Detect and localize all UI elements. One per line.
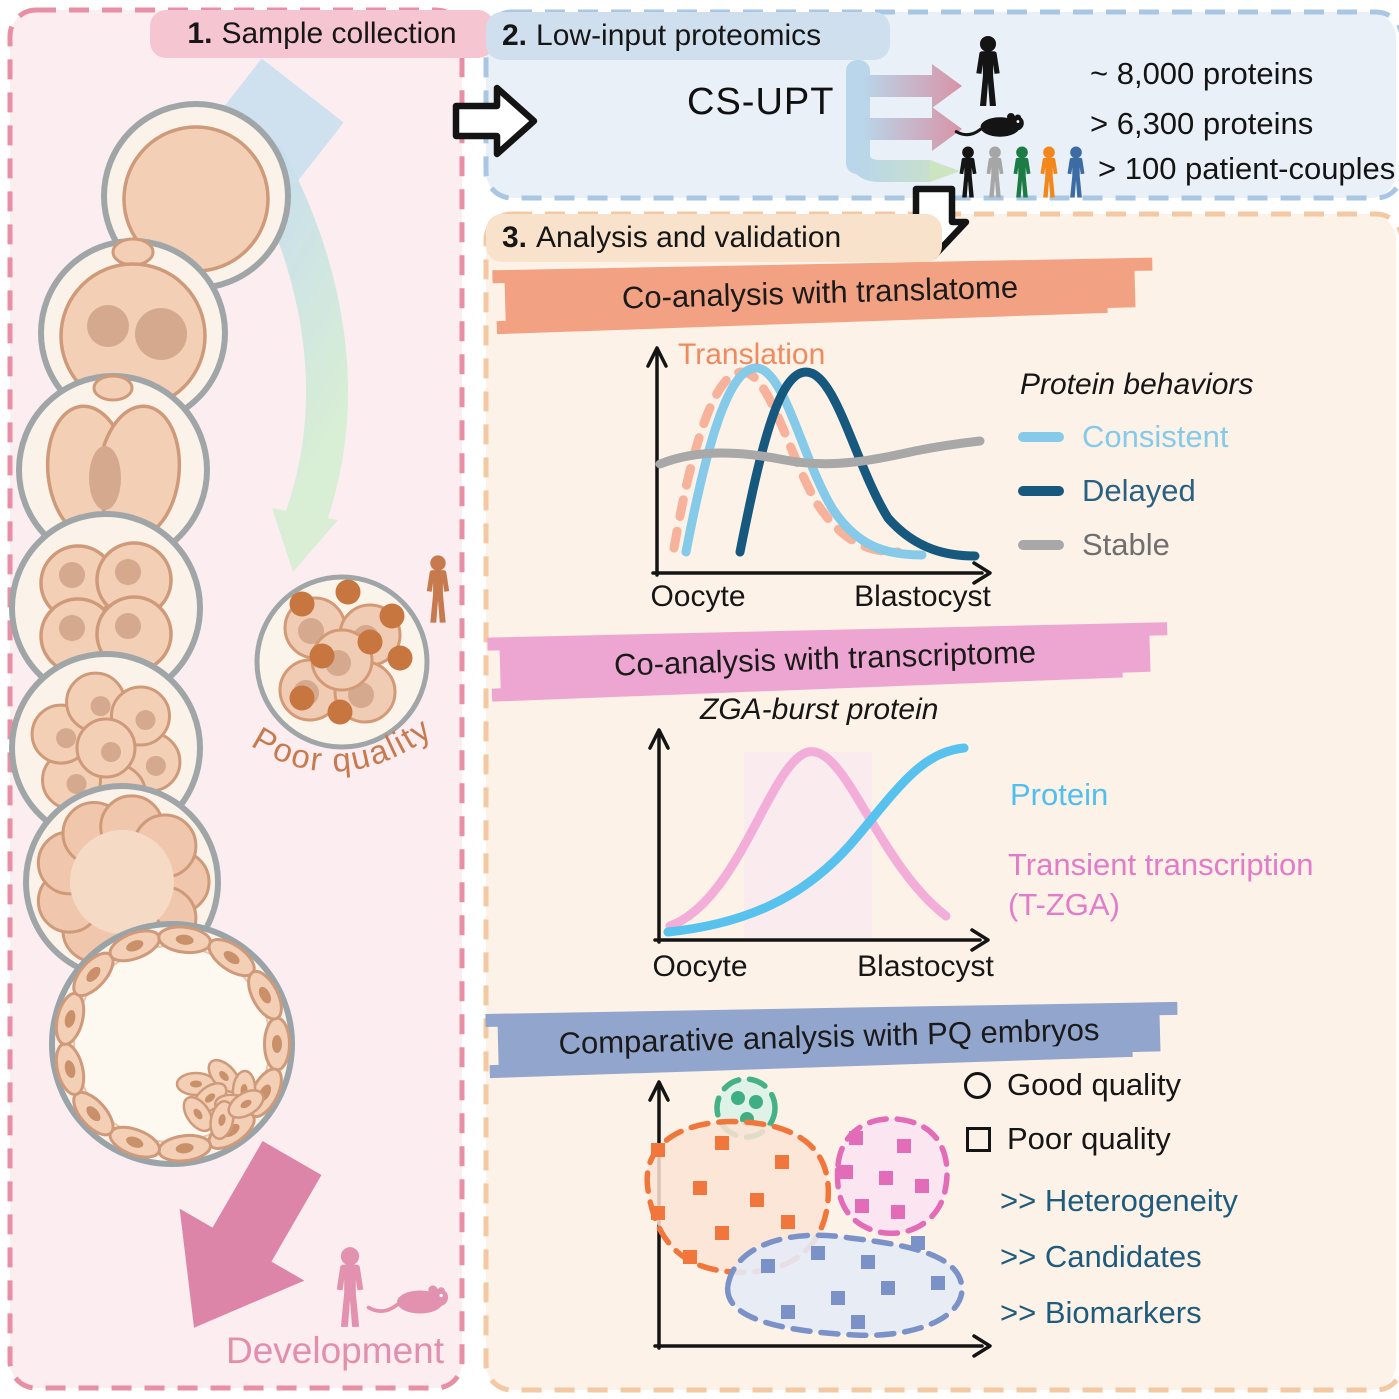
x-end-label: Blastocyst [857, 950, 994, 983]
zga-chart-title: ZGA-burst protein [700, 693, 939, 726]
legend-title: Protein behaviors [1020, 368, 1254, 401]
x-start-label: Oocyte [652, 950, 748, 983]
translatome-section-title: Co-analysis with translatome [621, 269, 1019, 316]
legend-item-delayed: Delayed [1018, 473, 1196, 509]
step-number: 1. [187, 17, 213, 51]
comparative-section-title: Comparative analysis with PQ embryos [558, 1011, 1100, 1061]
consistent-swatch [1018, 432, 1064, 443]
delayed-swatch [1018, 486, 1064, 497]
panel3-title: Analysis and validation [536, 221, 842, 255]
patient-couples-label: > 100 patient-couples [1098, 151, 1396, 186]
x-start-label: Oocyte [650, 580, 746, 613]
legend-item-stable: Stable [1018, 527, 1170, 563]
protein-series-label: Protein [1010, 777, 1109, 812]
x-end-label: Blastocyst [854, 580, 991, 613]
result-candidates: >> Candidates [1000, 1239, 1202, 1274]
legend-item-good-quality: Good quality [964, 1067, 1181, 1103]
step-number: 2. [502, 19, 528, 53]
comparative-section-bar: Comparative analysis with PQ embryos [497, 1005, 1161, 1069]
good-quality-circle-icon [964, 1071, 991, 1099]
development-label: Development [226, 1330, 445, 1371]
panel3-header: 3. Analysis and validation [486, 214, 942, 262]
step-number: 3. [502, 221, 528, 255]
tzga-series-label2: (T-ZGA) [1008, 887, 1120, 922]
panel1-header: 1. Sample collection [150, 10, 494, 58]
analysis-panel [486, 214, 1396, 1390]
result-biomarkers: >> Biomarkers [1000, 1295, 1202, 1330]
human-proteins-label: ~ 8,000 proteins [1090, 56, 1314, 91]
method-label: CS-UPT [687, 81, 835, 123]
result-heterogeneity: >> Heterogeneity [1000, 1183, 1238, 1218]
panel1-title: Sample collection [221, 17, 457, 51]
panel2-header: 2. Low-input proteomics [486, 12, 890, 60]
stable-swatch [1018, 540, 1064, 551]
legend-item-consistent: Consistent [1018, 419, 1228, 455]
panel2-title: Low-input proteomics [536, 19, 822, 53]
tzga-series-label: Transient transcription [1008, 847, 1314, 882]
poor-quality-square-icon [966, 1126, 991, 1152]
sample-collection-panel [10, 10, 462, 1388]
transcriptome-section-title: Co-analysis with transcriptome [613, 634, 1037, 683]
legend-item-poor-quality: Poor quality [966, 1121, 1171, 1157]
translation-axis-label: Translation [678, 338, 826, 371]
mouse-proteins-label: > 6,300 proteins [1090, 106, 1314, 141]
